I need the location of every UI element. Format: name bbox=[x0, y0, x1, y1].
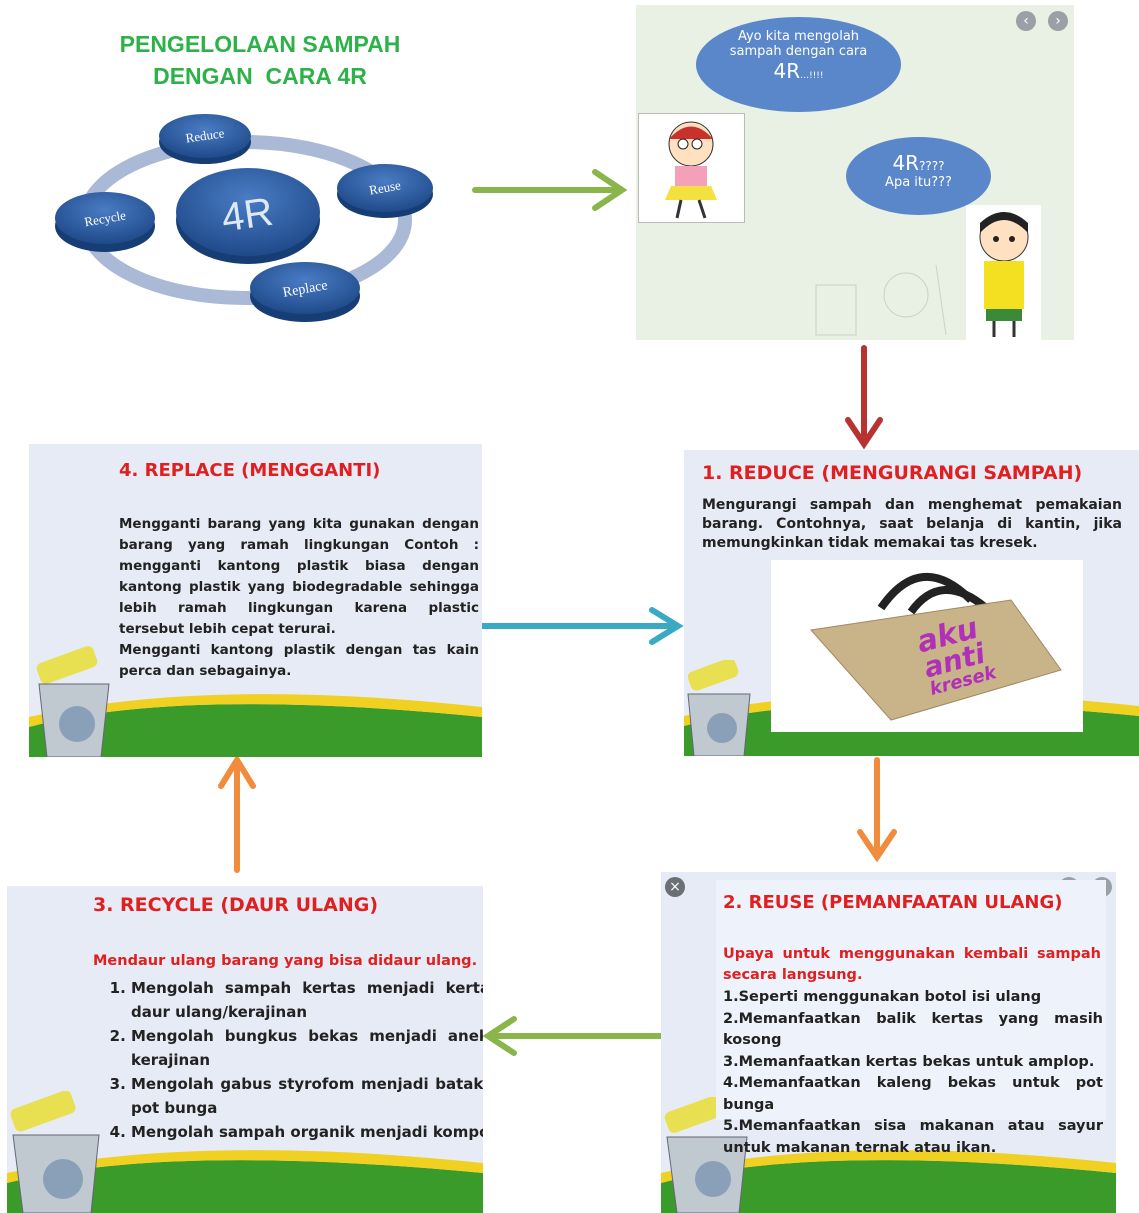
replace-body: Mengganti barang yang kita gunakan denga… bbox=[119, 514, 479, 682]
reuse-list-item: 5.Memanfaatkan sisa makanan atau sayur u… bbox=[723, 1118, 1103, 1156]
tote-bag-image: aku anti kresek bbox=[771, 560, 1083, 732]
recycle-bin-icon bbox=[687, 660, 751, 756]
slide-wave bbox=[29, 694, 482, 757]
cycle-node-reduce bbox=[159, 114, 251, 158]
title-block: PENGELOLAAN SAMPAH DENGAN CARA 4R bbox=[60, 28, 460, 92]
reduce-body: Mengurangi sampah dan menghemat pemakaia… bbox=[702, 497, 1122, 551]
recycle-bin-icon bbox=[664, 1097, 748, 1213]
speech-bubble-2: 4R???? Apa itu??? bbox=[846, 137, 991, 215]
recycle-slide: 3. RECYCLE (DAUR ULANG) Mendaur ulang ba… bbox=[7, 886, 483, 1213]
reuse-list-item: 2.Memanfaatkan balik kertas yang masih k… bbox=[723, 1010, 1103, 1049]
recycle-bin-icon bbox=[36, 646, 110, 757]
cycle-node-reuse bbox=[337, 164, 433, 212]
arrow-icon bbox=[479, 607, 684, 645]
close-icon[interactable]: × bbox=[665, 877, 685, 897]
reuse-slide: × ‹ › 2. REUSE (PEMANFAATAN ULANG) Upaya… bbox=[661, 872, 1116, 1213]
arrow-icon bbox=[857, 757, 897, 863]
slide-wave bbox=[661, 1150, 1116, 1213]
cycle-node-recycle bbox=[55, 192, 155, 244]
speech-bubble-1: Ayo kita mengolah sampah dengan cara 4R…… bbox=[696, 17, 901, 112]
reuse-list-item: 1.Seperti menggunakan botol isi ulang bbox=[723, 989, 1042, 1005]
arrow-icon bbox=[482, 1016, 669, 1056]
cartoon-girl bbox=[638, 113, 745, 223]
replace-slide: 4. REPLACE (MENGGANTI) Mengganti barang … bbox=[29, 444, 482, 757]
cycle-center-label: 4R bbox=[219, 190, 276, 241]
arrow-icon bbox=[845, 345, 883, 450]
replace-body-paragraph-2: Mengganti kantong plastik dengan tas kai… bbox=[119, 642, 479, 679]
reuse-list-item: 3.Memanfaatkan kertas bekas untuk amplop… bbox=[723, 1053, 1095, 1070]
reuse-title: 2. REUSE (PEMANFAATAN ULANG) bbox=[723, 892, 1063, 913]
reduce-slide: 1. REDUCE (MENGURANGI SAMPAH) Mengurangi… bbox=[684, 450, 1139, 756]
reuse-content-box bbox=[716, 880, 1106, 1120]
cycle-node-reduce-label: Reduce bbox=[185, 125, 226, 145]
chevron-right-icon[interactable]: › bbox=[1048, 11, 1068, 31]
cycle-center bbox=[176, 168, 320, 256]
cycle-node-reuse-label: Reuse bbox=[368, 177, 402, 197]
recycle-intro: Mendaur ulang barang yang bisa didaur ul… bbox=[93, 953, 478, 969]
background-drawing bbox=[815, 264, 947, 336]
recycle-bin-icon bbox=[10, 1091, 100, 1213]
recycle-list-item: Mengolah bungkus bekas menjadi aneka ker… bbox=[131, 1024, 483, 1072]
recycle-title: 3. RECYCLE (DAUR ULANG) bbox=[93, 894, 378, 916]
cycle-node-recycle-label: Recycle bbox=[83, 207, 127, 229]
arrow-icon bbox=[218, 754, 256, 873]
reuse-list: 1.Seperti menggunakan botol isi ulang 2.… bbox=[723, 987, 1103, 1159]
cycle-node-replace bbox=[250, 262, 360, 314]
arrow-icon bbox=[472, 169, 628, 211]
reuse-intro: Upaya untuk menggunakan kembali sampah s… bbox=[723, 946, 1101, 983]
replace-body-paragraph-1: Mengganti barang yang kita gunakan denga… bbox=[119, 516, 479, 637]
cycle-diagram: 4R Reduce Reuse Replace Recycle bbox=[55, 114, 433, 322]
main-title-line1: PENGELOLAAN SAMPAH bbox=[119, 31, 401, 57]
recycle-list-item: Mengolah gabus styrofom menjadi batako, … bbox=[131, 1072, 483, 1120]
recycle-list: Mengolah sampah kertas menjadi kertas da… bbox=[97, 976, 483, 1144]
recycle-list-item: Mengolah sampah kertas menjadi kertas da… bbox=[131, 976, 483, 1024]
reuse-list-item: 4.Memanfaatkan kaleng bekas untuk pot bu… bbox=[723, 1075, 1103, 1113]
cartoon-slide: ‹ › Ayo kita mengolah sampah dengan cara… bbox=[636, 5, 1074, 340]
slide-wave bbox=[7, 1150, 483, 1213]
main-title-line2: DENGAN CARA 4R bbox=[153, 63, 367, 89]
replace-title: 4. REPLACE (MENGGANTI) bbox=[119, 460, 381, 481]
cartoon-boy bbox=[966, 205, 1041, 340]
reduce-title: 1. REDUCE (MENGURANGI SAMPAH) bbox=[702, 462, 1083, 484]
recycle-list-item: Mengolah sampah organik menjadi kompos bbox=[131, 1120, 483, 1144]
chevron-left-icon[interactable]: ‹ bbox=[1016, 11, 1036, 31]
